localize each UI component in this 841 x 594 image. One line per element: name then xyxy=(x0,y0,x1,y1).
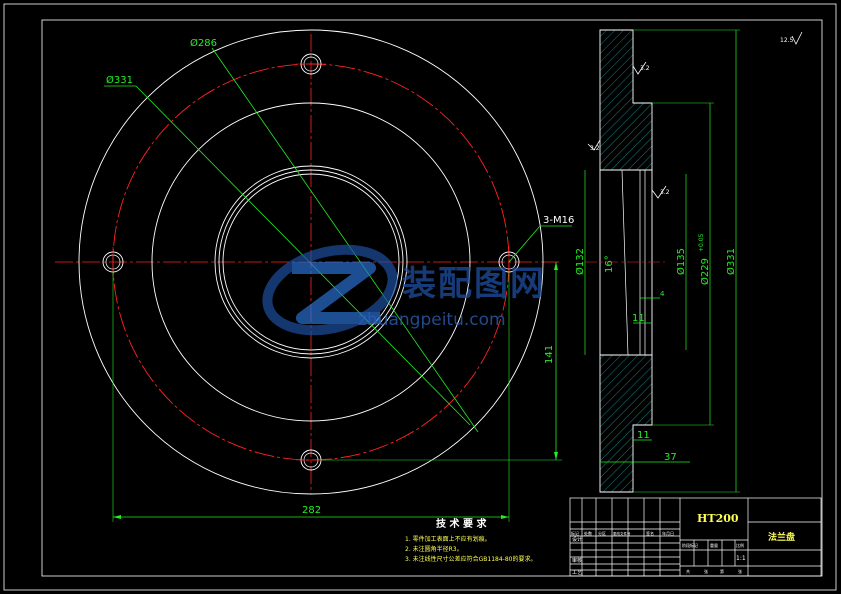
title-sheet-cell: 第 xyxy=(720,568,724,574)
title-header-cell: 处数 xyxy=(584,530,592,536)
roughness-symbol-left: 3.2 xyxy=(587,139,601,152)
dim-282-label: 282 xyxy=(302,505,321,516)
leader-d286 xyxy=(211,47,479,433)
title-header-cell: 更改文件号 xyxy=(613,531,631,536)
dim-141-label: 141 xyxy=(544,345,555,364)
title-sheet-cell: 张 xyxy=(704,568,708,574)
section-upper xyxy=(599,29,653,171)
hub-circle xyxy=(151,102,471,422)
dim-angle-label: 16° xyxy=(604,255,615,273)
tech-req-title: 技 术 要 求 xyxy=(436,517,487,530)
title-header-cell: 年月日 xyxy=(662,530,674,536)
dim-11-upper-label: 11 xyxy=(632,313,645,324)
outer-border xyxy=(3,3,837,591)
bore-circle-mid xyxy=(218,169,404,355)
title-header-cell: 签名 xyxy=(646,530,654,536)
title-row-label: 工艺 xyxy=(572,570,582,576)
title-stage-cell: 比例 xyxy=(736,542,744,548)
svg-text:12.5: 12.5 xyxy=(780,37,794,44)
dim-holes-label: 3-M16 xyxy=(543,215,574,226)
title-stage-cell: 重量 xyxy=(710,542,718,548)
tech-req-item: 1. 零件加工表面上不应有划痕。 xyxy=(405,535,491,543)
bore-circle-outer xyxy=(214,165,408,359)
inner-border xyxy=(41,19,823,577)
leader-d331 xyxy=(135,85,471,426)
section-lower xyxy=(599,354,653,493)
dim-d331-label: Ø331 xyxy=(106,74,133,86)
bore-circle-inner xyxy=(222,173,400,351)
roughness-symbol-corner: 12.5 xyxy=(780,31,803,45)
dim-d229-label: Ø229 xyxy=(699,258,711,285)
title-row-label: 设计 xyxy=(572,536,582,543)
svg-text:3.2: 3.2 xyxy=(660,189,670,196)
roughness-symbol-top: 3.2 xyxy=(632,61,650,75)
dim-d286-label: Ø286 xyxy=(190,37,217,49)
title-sheet-cell: 共 xyxy=(686,568,690,574)
title-row-label: 审核 xyxy=(572,557,582,564)
dim-d229-tol-label: +0.05 xyxy=(698,233,705,252)
tech-requirements: 技 术 要 求 1. 零件加工表面上不应有划痕。 2. 未注圆角半径R3。 3.… xyxy=(405,517,536,563)
title-scale: 1:1 xyxy=(736,555,746,562)
dim-11-lower-label: 11 xyxy=(637,430,650,441)
dim-37-label: 37 xyxy=(664,452,677,463)
section-bore xyxy=(599,169,653,356)
title-sheet-cell: 张 xyxy=(738,568,742,574)
title-stage-cell: 阶段标记 xyxy=(682,542,698,548)
front-view: Ø286 Ø331 3-M16 282 141 xyxy=(55,29,574,522)
dim-4-label: 4 xyxy=(660,290,665,298)
title-material: HT200 xyxy=(697,512,739,525)
tech-req-item: 3. 未注线性尺寸公差应符合GB1184-80的要求。 xyxy=(405,555,536,563)
svg-text:3.2: 3.2 xyxy=(590,145,600,152)
leader-holes xyxy=(508,225,541,263)
svg-text:3.2: 3.2 xyxy=(640,65,650,72)
title-header-cell: 标记 xyxy=(571,530,579,536)
dim-d331-section-label: Ø331 xyxy=(725,248,737,275)
outer-circle xyxy=(78,29,544,495)
title-part-name: 法兰盘 xyxy=(768,531,795,543)
roughness-symbol-mid: 3.2 xyxy=(651,185,670,199)
section-view: Ø132 16° Ø135 Ø229 +0.05 Ø331 11 11 37 4… xyxy=(574,29,803,493)
dim-d132-label: Ø132 xyxy=(574,248,586,275)
dim-d135-label: Ø135 xyxy=(675,248,687,275)
title-header-cell: 分区 xyxy=(598,530,606,536)
bolt-hole-top xyxy=(296,53,326,75)
title-block xyxy=(569,497,822,577)
tech-req-item: 2. 未注圆角半径R3。 xyxy=(405,545,463,553)
